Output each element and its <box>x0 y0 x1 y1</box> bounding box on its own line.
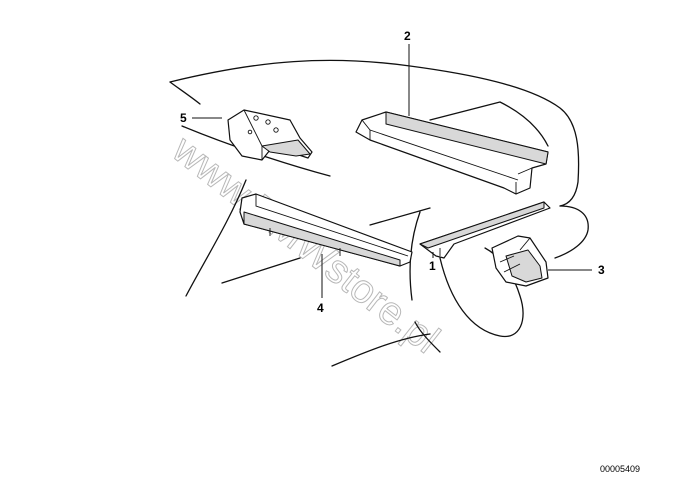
leader-lines <box>192 44 592 298</box>
callout-2: 2 <box>404 29 411 43</box>
part-1-side-rail <box>419 201 551 259</box>
watermark: www.BMWstore.pl <box>164 127 448 362</box>
car-body-outline <box>169 59 589 367</box>
callout-5: 5 <box>180 111 187 125</box>
document-number: 00005409 <box>600 464 640 474</box>
part-3-corner-bracket <box>491 235 549 287</box>
callout-4: 4 <box>317 301 324 315</box>
part-2-rear-cross-rail <box>355 111 549 195</box>
callout-1: 1 <box>429 259 436 273</box>
callout-3: 3 <box>598 263 605 277</box>
part-5-support-bracket <box>227 109 313 161</box>
part-4-floor-rail <box>239 193 413 267</box>
